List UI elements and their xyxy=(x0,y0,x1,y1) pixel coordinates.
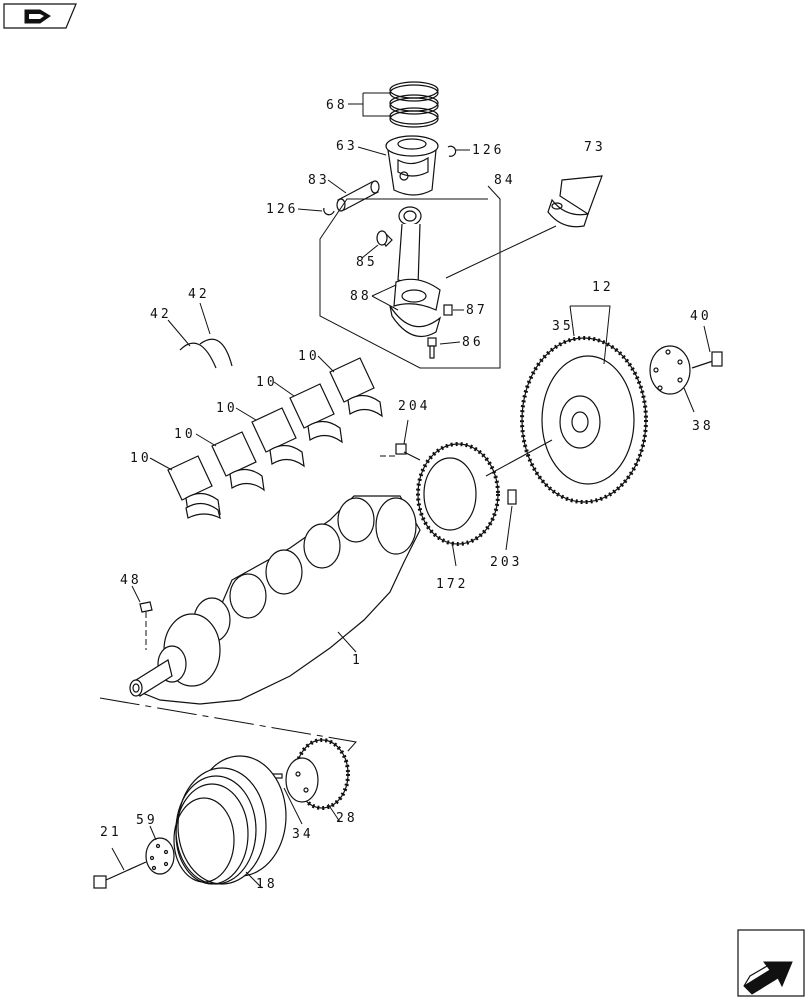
main-bearings xyxy=(167,357,383,520)
back-to-index-button[interactable] xyxy=(3,3,77,29)
callout-28: 28 xyxy=(336,811,358,826)
connecting-rod xyxy=(389,206,442,337)
callout-38: 38 xyxy=(692,419,714,434)
crankshaft-gear xyxy=(416,442,500,546)
crankshaft-pulley xyxy=(173,755,287,885)
callout-40: 40 xyxy=(690,309,712,324)
callout-73: 73 xyxy=(584,140,606,155)
woodruff-key xyxy=(139,601,153,613)
callout-172: 172 xyxy=(436,577,468,592)
callout-63: 63 xyxy=(336,139,358,154)
callout-48: 48 xyxy=(120,573,142,588)
callout-10-c: 10 xyxy=(216,401,238,416)
callout-1: 1 xyxy=(352,653,363,668)
callout-12: 12 xyxy=(592,280,614,295)
piston-pin-circlip-right xyxy=(447,145,457,157)
flywheel-bolt xyxy=(691,351,723,369)
book-icon xyxy=(24,9,51,24)
callout-18: 18 xyxy=(256,877,278,892)
piston-rings xyxy=(389,81,439,128)
piston-pin xyxy=(336,180,380,212)
callout-42-right: 42 xyxy=(188,287,210,302)
callout-204: 204 xyxy=(398,399,430,414)
callout-88: 88 xyxy=(350,289,372,304)
next-page-arrow-icon xyxy=(743,961,793,995)
callout-10-a: 10 xyxy=(130,451,152,466)
gear-bolt xyxy=(395,443,421,461)
callout-34: 34 xyxy=(292,827,314,842)
connecting-rod-bolt xyxy=(427,337,437,359)
callout-203: 203 xyxy=(490,555,522,570)
crankshaft xyxy=(129,495,421,705)
callout-42-left: 42 xyxy=(150,307,172,322)
callout-21: 21 xyxy=(100,825,122,840)
piston-pin-circlip-left xyxy=(323,207,335,216)
callout-10-e: 10 xyxy=(298,349,320,364)
next-page-button[interactable] xyxy=(737,929,805,997)
dowel-pin xyxy=(443,304,453,316)
gear-dowel-pin xyxy=(507,489,517,505)
callout-126-right: 126 xyxy=(472,143,504,158)
callout-10-b: 10 xyxy=(174,427,196,442)
front-crankshaft-gear xyxy=(285,738,350,810)
callout-86: 86 xyxy=(462,335,484,350)
thrust-washers xyxy=(179,338,233,369)
flywheel xyxy=(520,336,648,504)
callout-59: 59 xyxy=(136,813,158,828)
piston xyxy=(385,135,439,196)
flywheel-washer-plate xyxy=(649,345,691,395)
callout-35: 35 xyxy=(552,319,574,334)
callout-87: 87 xyxy=(466,303,488,318)
connecting-rod-bracket xyxy=(319,185,501,369)
pulley-washer xyxy=(145,837,175,875)
pulley-bolt xyxy=(93,861,147,889)
big-end-bearing xyxy=(547,175,603,228)
small-end-bushing xyxy=(376,230,393,247)
callout-10-d: 10 xyxy=(256,375,278,390)
callout-126-left: 126 xyxy=(266,202,298,217)
callout-83: 83 xyxy=(308,173,330,188)
callout-85: 85 xyxy=(356,255,378,270)
callout-68: 68 xyxy=(326,98,348,113)
callout-84: 84 xyxy=(494,173,516,188)
